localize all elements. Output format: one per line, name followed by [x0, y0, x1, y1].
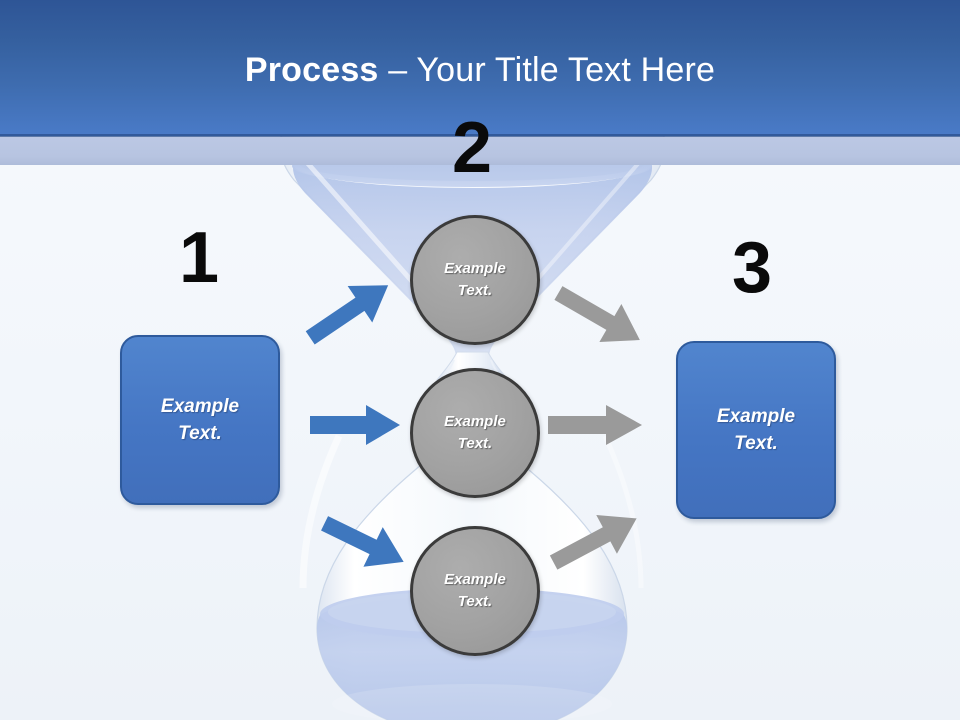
process-circle-1[interactable]: Example Text.: [410, 215, 540, 345]
process-circle-3-label: Example Text.: [444, 571, 506, 610]
process-circle-2[interactable]: Example Text.: [410, 368, 540, 498]
arrow-inbound-bottom-icon: [318, 508, 412, 578]
step-number-3: 3: [731, 228, 773, 308]
title-banner: [0, 0, 960, 136]
banner-accent-strip: [0, 137, 960, 165]
step-3-box[interactable]: Example Text.: [676, 341, 836, 519]
step-number-1: 1: [178, 218, 220, 298]
arrow-outbound-top-icon: [550, 282, 650, 352]
step-1-box-label: Example Text.: [160, 396, 240, 444]
banner-divider: [0, 134, 960, 137]
step-number-2: 2: [451, 108, 493, 188]
process-circle-3[interactable]: Example Text.: [410, 526, 540, 656]
page-title: Process – Your Title Text Here: [0, 50, 960, 90]
process-circle-1-label: Example Text.: [444, 260, 506, 299]
process-circle-2-label: Example Text.: [444, 413, 506, 452]
arrow-outbound-middle-icon: [548, 403, 644, 447]
arrow-inbound-top-icon: [300, 276, 400, 346]
page-title-rest: – Your Title Text Here: [388, 51, 716, 89]
arrow-outbound-bottom-icon: [546, 505, 646, 575]
arrow-inbound-middle-icon: [310, 403, 402, 447]
step-3-box-label: Example Text.: [716, 406, 796, 454]
step-1-box[interactable]: Example Text.: [120, 335, 280, 505]
page-title-strong: Process: [244, 51, 389, 89]
